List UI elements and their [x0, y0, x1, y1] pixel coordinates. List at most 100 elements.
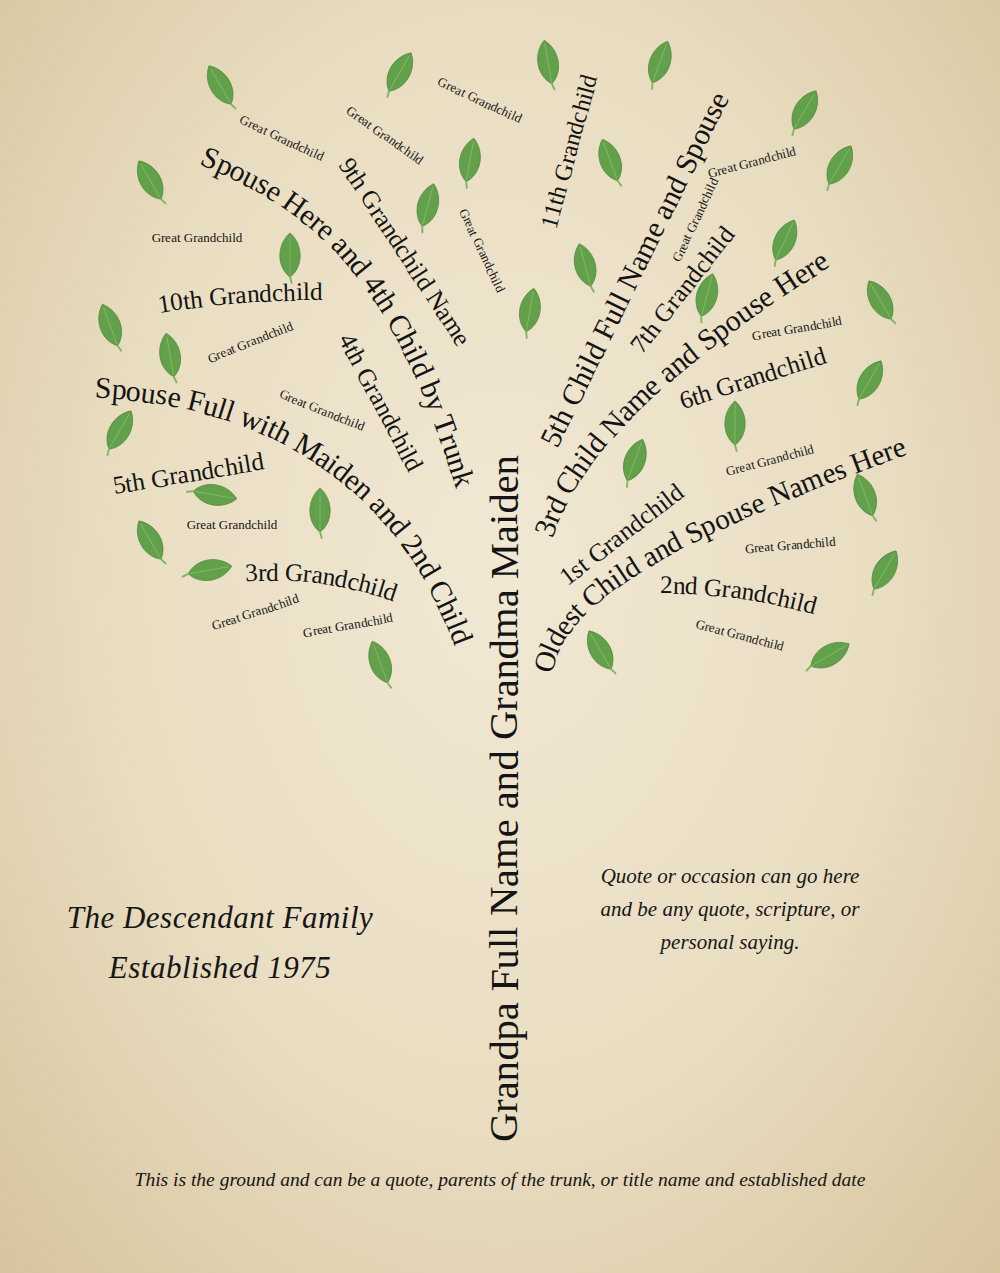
- great-grandchild-label: Great Grandchild: [298, 607, 400, 642]
- glyph: G: [776, 539, 786, 553]
- leaf: [616, 436, 652, 490]
- leaf: [641, 38, 677, 92]
- glyph: G: [184, 231, 193, 244]
- grandchild-label: 11th Grandchild: [530, 61, 608, 241]
- glyph: h: [222, 231, 229, 244]
- glyph: [216, 518, 219, 531]
- glyph: d: [685, 573, 699, 599]
- glyph: a: [485, 589, 526, 607]
- great-grandchild-label: Great Grandchild: [720, 439, 821, 481]
- great-grandchild-label: Great Grandchild: [690, 614, 791, 656]
- glyph: r: [485, 697, 526, 711]
- great-grandchild-label: Great Grandchild: [739, 531, 842, 559]
- glyph: h: [257, 518, 264, 531]
- glyph: h: [188, 286, 204, 313]
- glyph: r: [485, 1099, 526, 1113]
- glyph: F: [485, 969, 526, 992]
- glyph: l: [303, 279, 310, 304]
- glyph: G: [219, 518, 228, 531]
- glyph: t: [177, 231, 181, 244]
- leaf: [847, 356, 890, 410]
- glyph: G: [187, 518, 196, 531]
- glyph: a: [233, 518, 239, 531]
- glyph: m: [485, 837, 526, 869]
- grandchild-label: 5th Grandchild: [99, 442, 277, 505]
- glyph: t: [776, 324, 782, 337]
- great-grandchild-label: Great Grandchild: [341, 101, 430, 169]
- glyph: [485, 579, 526, 589]
- glyph: l: [232, 231, 236, 244]
- glyph: c: [271, 280, 283, 306]
- leaf: [860, 276, 903, 330]
- glyph: d: [271, 518, 278, 531]
- glyph: G: [703, 574, 724, 601]
- glyph: [485, 809, 526, 819]
- glyph: e: [200, 518, 206, 531]
- glyph: d: [788, 144, 798, 158]
- glyph: r: [193, 231, 197, 244]
- glyph: r: [228, 518, 232, 531]
- glyph: c: [251, 518, 257, 531]
- leaf: [862, 546, 905, 600]
- great-grandchild-label: Great Grandchild: [206, 589, 306, 635]
- glyph: i: [485, 514, 526, 525]
- grandchild-label: 9th Grandchild Name: [328, 145, 482, 359]
- glyph: a: [171, 231, 177, 244]
- glyph: r: [161, 231, 165, 244]
- glyph: a: [198, 231, 204, 244]
- glyph: i: [229, 231, 233, 244]
- glyph: d: [834, 314, 843, 328]
- glyph: G: [208, 284, 229, 311]
- glyph: [485, 916, 526, 926]
- glyph: t: [327, 621, 333, 634]
- leaf: [156, 331, 185, 384]
- leaf: [725, 401, 745, 451]
- glyph: [181, 231, 184, 244]
- grandchild-label: 6th Grandchild: [666, 337, 839, 421]
- glyph: a: [485, 791, 526, 809]
- glyph: G: [284, 560, 304, 586]
- glyph: c: [216, 231, 222, 244]
- glyph: G: [485, 711, 526, 740]
- child-label: 5th Child Full Name and Spouse: [527, 76, 741, 463]
- grandchild-label: 4th Grandchild: [328, 320, 434, 484]
- great-grandchild-label: Great Grandchild: [181, 515, 285, 536]
- glyph: e: [485, 475, 526, 493]
- leaf: [411, 181, 444, 235]
- glyph: d: [828, 535, 836, 549]
- glyph: h: [130, 468, 147, 495]
- glyph: M: [485, 543, 526, 579]
- leaf: [515, 286, 544, 339]
- glyph: d: [485, 493, 526, 513]
- glyph: a: [485, 1002, 526, 1020]
- great-grandchild-label: Great Grandchild: [667, 171, 723, 267]
- glyph: a: [485, 525, 526, 543]
- great-grandchild-label: Great Grandchild: [274, 384, 372, 436]
- leaf: [181, 556, 234, 585]
- glyph: n: [485, 1061, 526, 1081]
- glyph: p: [485, 1020, 526, 1040]
- leaf: [363, 638, 399, 692]
- glyph: a: [206, 518, 212, 531]
- leaf: [569, 241, 602, 295]
- leaf: [580, 626, 623, 680]
- quote-text: Quote or occasion can go here and be any…: [595, 860, 865, 959]
- leaf: [280, 233, 300, 283]
- glyph: d: [236, 231, 243, 244]
- glyph: [485, 740, 526, 750]
- great-grandchild-label: Great Grandchild: [702, 141, 803, 183]
- glyph: t: [212, 518, 216, 531]
- glyph: n: [203, 231, 210, 244]
- great-grandchild-label: Great Grandchild: [747, 310, 849, 345]
- leaf: [377, 48, 420, 102]
- glyph: d: [245, 518, 252, 531]
- glyph: l: [267, 518, 271, 531]
- great-grandchild-label: Great Grandchild: [433, 72, 529, 128]
- glyph: d: [806, 442, 816, 456]
- glyph: a: [485, 679, 526, 697]
- grandchild-label: 10th Grandchild: [144, 272, 336, 325]
- glyph: i: [264, 518, 268, 531]
- glyph: a: [485, 1081, 526, 1099]
- glyph: d: [210, 231, 217, 244]
